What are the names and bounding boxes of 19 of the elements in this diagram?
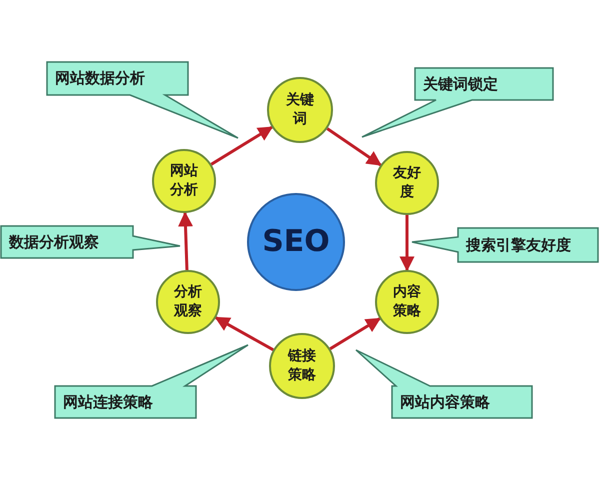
step-circle: 网站分析 <box>152 149 216 213</box>
arrow <box>400 215 414 272</box>
arrow <box>178 211 193 270</box>
arrow <box>329 317 381 350</box>
step-circle: 关键词 <box>267 77 333 143</box>
center-circle: SEO <box>247 193 345 291</box>
step-circle: 内容策略 <box>375 270 439 334</box>
step-circle: 链接策略 <box>269 333 335 399</box>
callout-box: 数据分析观察 <box>1 226 180 258</box>
callout-box: 网站连接策略 <box>55 345 248 418</box>
callout-box: 关键词锁定 <box>362 68 553 137</box>
arrow <box>326 127 382 166</box>
step-circle: 友好度 <box>375 151 439 215</box>
step-circle: 分析观察 <box>156 270 220 334</box>
callout-box: 网站数据分析 <box>47 62 238 138</box>
callout-box: 搜索引擎友好度 <box>412 228 598 262</box>
arrow <box>210 126 274 166</box>
arrow <box>214 316 274 352</box>
callout-box: 网站内容策略 <box>356 350 532 418</box>
